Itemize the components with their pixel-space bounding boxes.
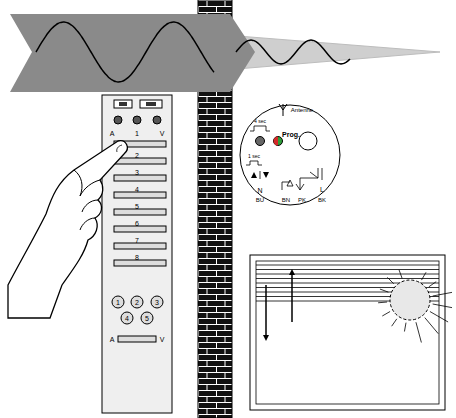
sun-ray [429,282,436,287]
sun [390,280,430,320]
channel-number: 2 [135,152,139,159]
key-label: V [160,130,165,137]
blind-slat [256,278,439,279]
blind-slat [256,274,439,275]
antenna-symbol [279,104,287,116]
round-button [112,296,124,308]
channel-number: 5 [135,203,139,210]
status-led-red [274,137,278,146]
display-segment [146,102,156,106]
display-segment [119,102,127,106]
signal-arrow-edge [225,35,440,70]
sun-ray [433,304,452,308]
channel-number: 4 [135,186,139,193]
channel-number: 8 [135,254,139,261]
time-label: 1 sec [248,154,260,159]
relay-contact [300,168,322,180]
key-label: A [110,336,115,343]
remote-display [114,100,132,108]
radio-wave-strong [36,22,214,82]
key-label: V [160,336,165,343]
sun-ray [404,323,406,332]
channel-button [114,175,166,181]
terminal-label: BU [256,197,264,203]
channel-button [114,260,166,266]
sun-ray [416,322,421,342]
channel-number: 1 [135,130,139,137]
sun-ray [378,302,387,304]
blind-slat [256,269,439,270]
relay-up [282,180,293,190]
signal-arrow-weak [225,35,440,70]
receiver-lens [299,132,317,150]
window-frame [250,255,445,410]
divider [260,171,261,179]
led [133,116,141,124]
radio-wave-weak [236,40,350,64]
hand [8,141,127,318]
prog-button [256,137,265,146]
terminal-label: N [257,187,262,194]
channel-button [114,192,166,198]
sun-ray [425,318,438,334]
pulse-symbol [246,161,262,165]
led [153,116,161,124]
sun-ray [387,277,393,283]
antenna-label: Antenne [291,107,313,113]
rocker-button [118,336,156,342]
button-label: Prog. [282,131,300,138]
sun-rays [378,270,452,343]
round-button [141,312,153,324]
terminal-label: L [320,186,324,193]
channel-number: 6 [135,220,139,227]
sun-ray [392,319,397,326]
sun-ray [399,270,402,278]
remote-housing [102,95,172,413]
led [114,116,122,124]
sun-ray [433,292,452,296]
button-number: 1 [116,299,120,306]
down-arrow [265,285,267,338]
remote-display [140,100,162,108]
button-number: 4 [125,315,129,322]
blind-slat [256,265,439,266]
radio-wave [36,22,350,82]
channel-button [114,226,166,232]
button-number: 5 [145,315,149,322]
pulse-symbol [250,126,270,131]
round-button [121,312,133,324]
sun-ray [380,289,388,292]
terminal-label: PK [298,197,306,203]
channel-button [114,209,166,215]
receiver-housing [240,105,340,205]
channel-number: 3 [135,169,139,176]
terminal-label: BK [318,197,326,203]
round-button [131,296,143,308]
channel-number: 7 [135,237,139,244]
sun-ray [422,272,427,280]
status-led [274,137,283,146]
key-label: A [110,130,115,137]
button-number: 3 [155,299,159,306]
button-number: 2 [135,299,139,306]
time-label: 4 sec [254,119,266,124]
channel-button [114,243,166,249]
fingernail [117,145,122,152]
sun-ray [430,312,448,323]
sun-ray [382,312,390,317]
up-arrow [291,272,293,322]
channel-buttons [114,141,166,266]
window-pane [256,261,439,404]
finger-lines [74,170,100,230]
signal-arrow-strong [10,14,255,92]
relay-down [296,178,304,190]
channel-button [114,158,166,164]
round-button [151,296,163,308]
up-down-symbol [251,172,269,178]
terminal-label: BN [282,197,290,203]
